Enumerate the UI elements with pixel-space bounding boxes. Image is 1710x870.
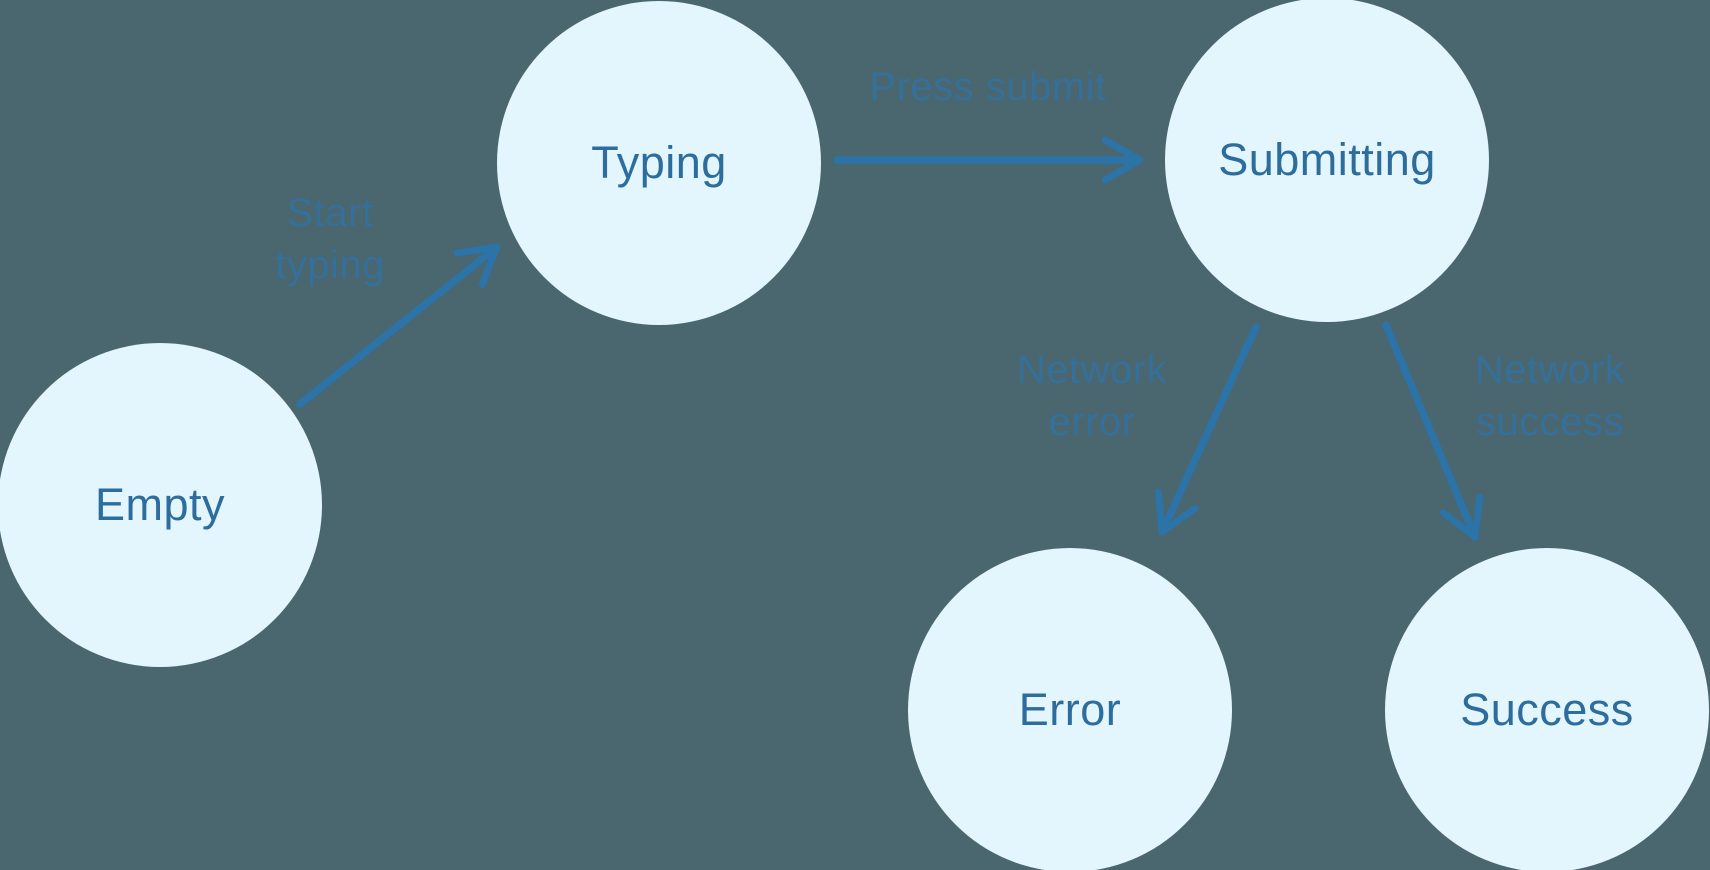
edge-label-network-error: Network error [1017,344,1167,448]
state-node-label-submitting: Submitting [1218,134,1436,185]
state-node-label-error: Error [1018,684,1122,735]
edge-arrow-network-success [1382,321,1475,541]
state-node-error: Error [908,548,1232,870]
edge-label-press-submit: Press submit [869,61,1106,113]
state-node-success: Success [1385,548,1709,870]
edge-label-line: success [1475,400,1624,444]
state-node-label-empty: Empty [94,479,226,530]
edge-arrow-network-error [1162,323,1260,536]
edge-label-line: Network [1474,348,1626,392]
state-node-label-success: Success [1460,684,1634,735]
edge-label-line: Press submit [869,65,1107,109]
edge-label-line: typing [275,243,385,287]
edge-label-line: error [1048,400,1136,444]
state-node-typing: Typing [497,1,821,325]
state-node-submitting: Submitting [1165,0,1489,322]
edge-label-line: Start [286,191,374,235]
state-node-label-typing: Typing [591,137,727,188]
state-node-empty: Empty [0,343,322,667]
edge-label-line: Network [1016,348,1168,392]
edge-label-network-success: Network success [1475,344,1625,448]
edge-label-start-typing: Start typing [275,187,385,291]
edge-arrow-start-typing [296,243,501,408]
